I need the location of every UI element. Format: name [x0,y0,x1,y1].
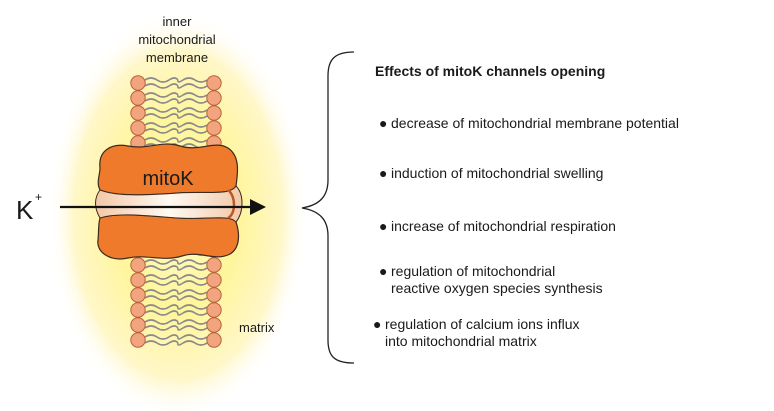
lipid-head [130,332,146,348]
lipid-tail [177,265,208,271]
lipid-tail [177,113,208,119]
lipid-head [206,90,222,106]
lipid-tail [177,122,208,128]
matrix-label: matrix [239,320,275,335]
lipid-tail [144,289,179,295]
effect-item: ●regulation of mitochondrial reactive ox… [379,263,603,297]
lipid-head [130,257,146,273]
effect-text: induction of mitochondrial swelling [391,165,604,181]
lipid-tail [144,265,179,271]
lipid-tail [177,334,208,340]
lipid-tail [144,98,179,104]
lipid-tail [144,280,179,286]
lipid-head [206,287,222,303]
lipid-tail [177,107,208,113]
lipid-tail [144,295,179,301]
lipid-tail [177,295,208,301]
pore-rim [227,189,236,220]
lipid-head [130,302,146,318]
effects-title: Effects of mitoK channels opening [375,63,606,79]
lipid-tail [177,92,208,98]
lipid-tail [177,77,208,83]
ion-label: K [16,195,34,225]
membrane-label: inner mitochondrial membrane [138,14,215,65]
lipid-head [130,287,146,303]
lipid-tail [177,289,208,295]
effect-text: regulation of calcium ions influx [385,316,580,332]
k-ion-arrow [60,199,266,215]
lipid-head [130,90,146,106]
lipid-head [130,105,146,121]
mitok-channel: mitoK [95,143,243,260]
bullet-icon: ● [379,263,388,279]
lipid-tail [177,319,208,325]
channel-pore [95,185,243,223]
lipid-head [206,317,222,333]
lipid-tail [144,137,179,143]
effect-item: ●increase of mitochondrial respiration [379,218,616,235]
lipid-tail [144,83,179,89]
lipid-head [206,120,222,136]
lipid-tail [144,113,179,119]
lipid-tail [177,280,208,286]
effect-item: ●decrease of mitochondrial membrane pote… [379,115,679,132]
effect-text: reactive oxygen species synthesis [391,280,603,296]
lipid-head [206,75,222,91]
membrane-label-line-1: inner [163,14,193,29]
curly-brace [301,51,355,364]
channel-lower-half [97,214,240,260]
lipid-tail [144,334,179,340]
lipid-head [130,120,146,136]
bullet-icon: ● [379,165,388,181]
lipid-head [206,257,222,273]
lipid-tail [144,77,179,83]
lipid-tail [144,304,179,310]
effect-text: decrease of mitochondrial membrane poten… [391,115,679,131]
lipid-head [206,302,222,318]
bullet-icon: ● [379,115,388,131]
lipid-head [130,317,146,333]
lipid-head [206,105,222,121]
ion-charge: + [35,190,42,204]
lipid-tail [177,304,208,310]
lipid-head [206,332,222,348]
effect-text: into mitochondrial matrix [385,333,537,349]
lipid-tail [144,274,179,280]
effect-text: regulation of mitochondrial [391,263,556,279]
bullet-icon: ● [379,218,388,234]
lipid-tail [177,274,208,280]
lipid-tail [177,340,208,346]
lipid-tail [144,92,179,98]
effect-item: ●regulation of calcium ions influx into … [373,316,580,350]
lipid-tail [177,83,208,89]
lipid-tail [177,325,208,331]
lipid-head [130,75,146,91]
effect-item: ●induction of mitochondrial swelling [379,165,603,182]
bullet-icon: ● [373,316,382,332]
lipid-tail [177,310,208,316]
lipid-tail [144,310,179,316]
lipid-tail [144,319,179,325]
lipid-tail [177,137,208,143]
lipid-tail [144,128,179,134]
lipid-tail [177,259,208,265]
lipid-tail [144,325,179,331]
lipid-head [130,272,146,288]
effect-text: increase of mitochondrial respiration [391,218,616,234]
lipid-tail [177,128,208,134]
arrow-head [250,199,266,215]
lipid-tail [144,107,179,113]
membrane-label-line-2: mitochondrial [138,32,215,47]
lipid-tail [177,98,208,104]
channel-label: mitoK [142,168,194,190]
membrane-label-line-3: membrane [146,50,208,65]
lipid-tail [144,340,179,346]
lipid-head [206,272,222,288]
lipid-tail [144,259,179,265]
lipid-tail [144,122,179,128]
